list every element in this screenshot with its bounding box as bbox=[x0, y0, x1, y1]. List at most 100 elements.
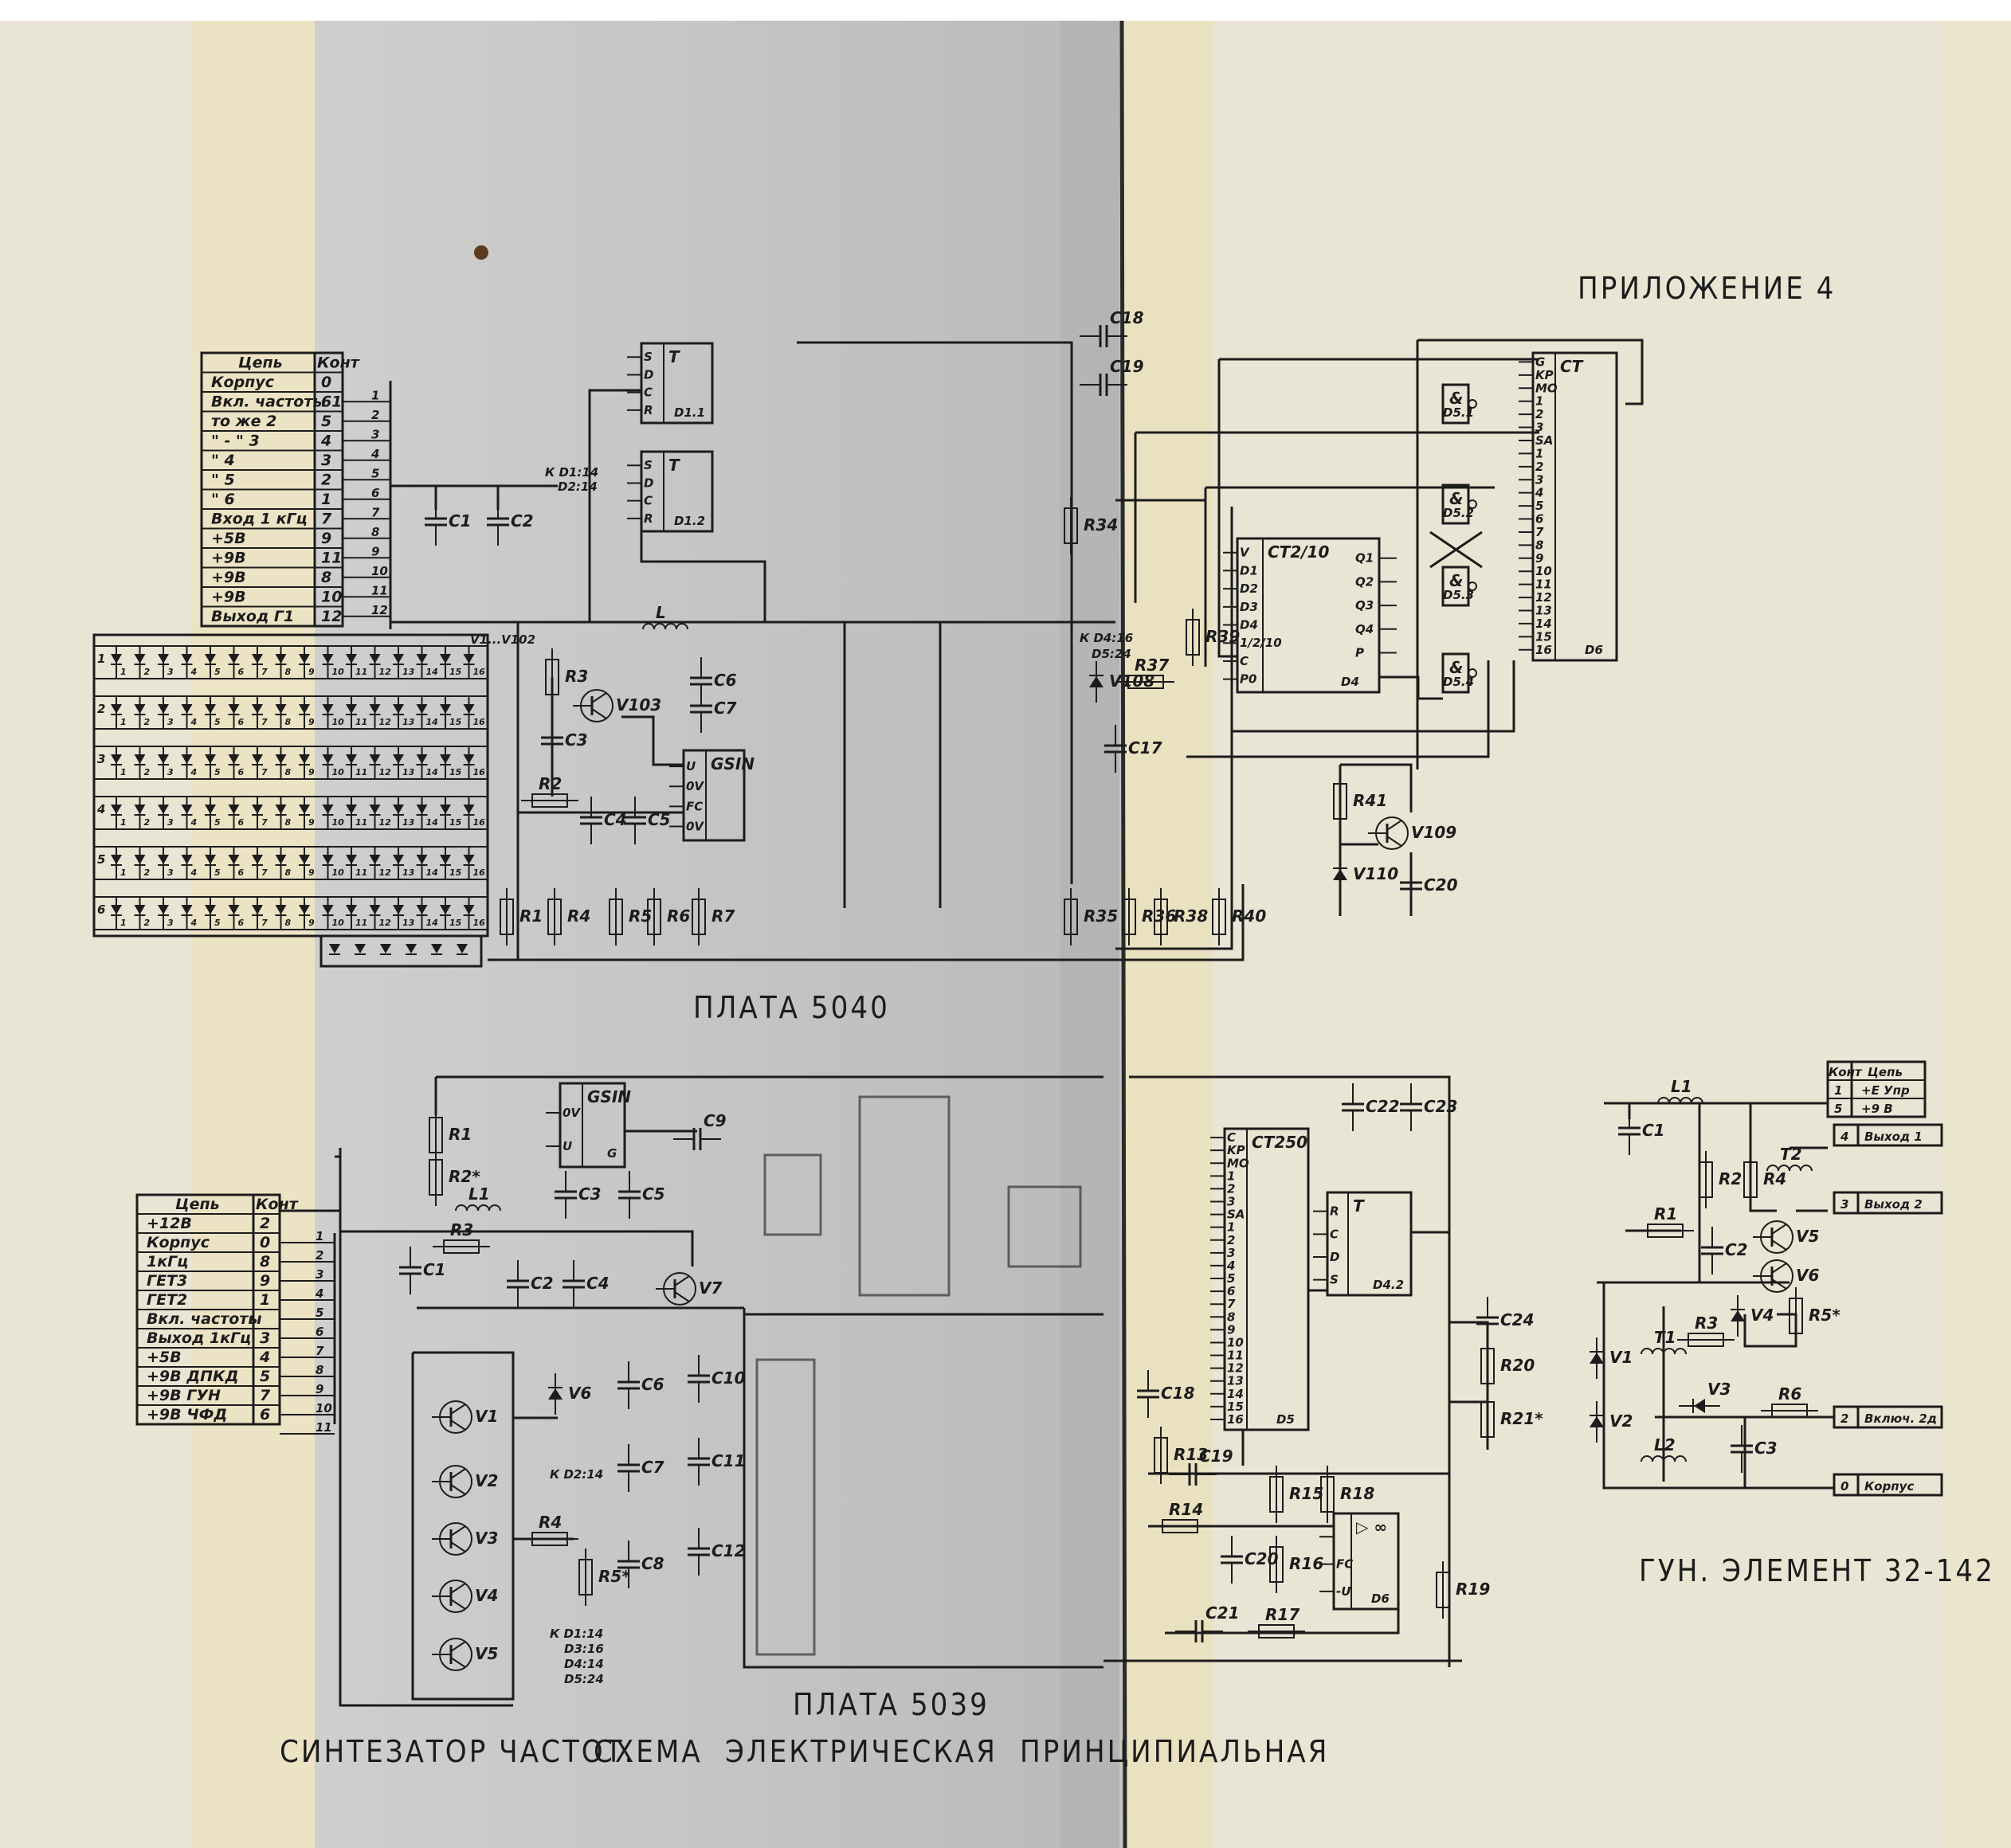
table-cell-circuit: +9В ГУН bbox=[147, 1387, 221, 1404]
table-header: Цепь bbox=[175, 1196, 220, 1213]
led-col-number: 3 bbox=[167, 867, 174, 878]
diode-triangle bbox=[275, 905, 287, 914]
ic-d5-3: &D5.3 bbox=[1441, 566, 1477, 607]
transistor-collector bbox=[450, 1404, 466, 1415]
table-header: Конт bbox=[317, 354, 360, 372]
ic-reference: D5.3 bbox=[1443, 588, 1474, 602]
resistor-icon bbox=[609, 899, 623, 935]
component-label: R41 bbox=[1353, 791, 1387, 810]
ic-pin-label: FC bbox=[686, 799, 703, 813]
led-diode-icon bbox=[393, 897, 404, 930]
component-label: R2 bbox=[539, 774, 562, 793]
led-diode-icon bbox=[393, 646, 404, 679]
ic-d5-1: &D5.1 bbox=[1441, 383, 1477, 425]
ic-pin-label: MO bbox=[1227, 1156, 1249, 1170]
diode-triangle bbox=[299, 855, 310, 864]
table-cell-circuit: +5В bbox=[147, 1349, 182, 1366]
led-diode-icon bbox=[181, 797, 193, 829]
component-r19: R19 bbox=[1436, 1561, 1490, 1619]
table-cell-circuit: +9В ДПКД bbox=[147, 1368, 239, 1385]
ic-function-label: & bbox=[1449, 571, 1463, 590]
table-cell-circuit: +9В bbox=[211, 550, 246, 567]
diode-icon bbox=[1590, 1353, 1604, 1364]
diode-triangle bbox=[275, 855, 287, 864]
ic-pin-label: D bbox=[644, 476, 653, 490]
led-col-number: 16 bbox=[473, 667, 486, 677]
diode-triangle bbox=[134, 905, 146, 914]
component-label: V110 bbox=[1353, 864, 1398, 883]
component-label: C4 bbox=[586, 1274, 610, 1293]
resistor-icon bbox=[1480, 1401, 1495, 1438]
diode-triangle bbox=[134, 704, 146, 714]
resistor-icon bbox=[1154, 899, 1168, 935]
component-label: V3 bbox=[1707, 1380, 1731, 1399]
component-r14: R14 bbox=[1151, 1500, 1209, 1533]
component-label: R1 bbox=[449, 1125, 472, 1144]
led-diode-icon bbox=[228, 797, 240, 829]
led-diode-icon bbox=[346, 847, 357, 879]
led-diode-icon bbox=[380, 944, 391, 953]
component-label: R5* bbox=[598, 1567, 630, 1586]
led-diode-icon bbox=[134, 646, 146, 679]
ic-pin-label: 0V bbox=[563, 1106, 581, 1120]
diode-triangle bbox=[275, 704, 287, 714]
component-r36: R36 bbox=[1122, 888, 1176, 946]
component-r38: R38 bbox=[1154, 888, 1208, 946]
ic-function-label: CT bbox=[1560, 357, 1584, 376]
pin-number: 5 bbox=[316, 1306, 323, 1320]
ic-pin-label: 7 bbox=[1227, 1297, 1236, 1311]
terminal-circuit-box bbox=[1856, 1473, 1943, 1497]
component-label: T1 bbox=[1654, 1328, 1676, 1347]
led-row-number: 3 bbox=[97, 752, 105, 766]
transistor-emitter bbox=[450, 1657, 466, 1668]
component-c3: C3 bbox=[541, 717, 588, 765]
led-diode-icon bbox=[369, 746, 381, 779]
diode-triangle bbox=[205, 704, 216, 714]
diode-triangle bbox=[393, 654, 404, 664]
resistor-icon bbox=[1688, 1333, 1724, 1347]
led-diode-icon bbox=[440, 696, 451, 729]
resistor-icon bbox=[1269, 1476, 1284, 1513]
terminal-contact: 2 bbox=[1840, 1411, 1848, 1426]
pin-number: 4 bbox=[315, 1286, 323, 1301]
component-label: R21* bbox=[1500, 1409, 1543, 1428]
ic-reference: D5 bbox=[1276, 1412, 1295, 1427]
ic-pin-label: 1 bbox=[1227, 1220, 1235, 1235]
component-v7: V7 bbox=[656, 1272, 722, 1306]
ic-pin-label: 2 bbox=[1535, 407, 1543, 421]
component-c8: C8 bbox=[617, 1541, 664, 1588]
led-diode-icon bbox=[346, 646, 357, 679]
led-diode-icon bbox=[393, 696, 404, 729]
led-diode-icon bbox=[111, 897, 122, 930]
led-col-number: 7 bbox=[261, 667, 268, 677]
diode-triangle bbox=[299, 704, 310, 714]
component-r5-adj: R5* bbox=[578, 1548, 630, 1606]
led-diode-icon bbox=[406, 944, 417, 953]
component-c20: C20 bbox=[1400, 862, 1458, 910]
diode-triangle bbox=[440, 704, 451, 714]
ic-reference: D4 bbox=[1341, 675, 1359, 689]
diode-triangle bbox=[440, 905, 451, 914]
component-label: C3 bbox=[578, 1184, 602, 1204]
led-diode-icon bbox=[346, 746, 357, 779]
diode-triangle bbox=[393, 855, 404, 864]
ic-pin-label: 9 bbox=[1227, 1322, 1235, 1337]
component-c2: C2 bbox=[487, 498, 534, 546]
ic-function-label: GSIN bbox=[587, 1087, 631, 1106]
ic-pin-label: 12 bbox=[1535, 590, 1552, 605]
component-label: V103 bbox=[616, 695, 661, 715]
component-c22: C22 bbox=[1342, 1083, 1400, 1131]
pin-number: 9 bbox=[316, 1382, 323, 1396]
led-col-number: 11 bbox=[355, 918, 367, 928]
led-diode-icon bbox=[416, 646, 428, 679]
ic-pin-label: 10 bbox=[1227, 1335, 1244, 1349]
diode-triangle bbox=[111, 704, 122, 714]
component-l: L bbox=[642, 603, 688, 630]
component-c2: C2 bbox=[507, 1260, 554, 1308]
ic-obscured bbox=[755, 1358, 816, 1656]
component-r3: R3 bbox=[545, 648, 588, 706]
ic-pin-label: C bbox=[1240, 654, 1249, 668]
led-diode-icon bbox=[440, 746, 451, 779]
led-col-number: 10 bbox=[332, 717, 345, 727]
component-label: R6 bbox=[667, 906, 690, 926]
